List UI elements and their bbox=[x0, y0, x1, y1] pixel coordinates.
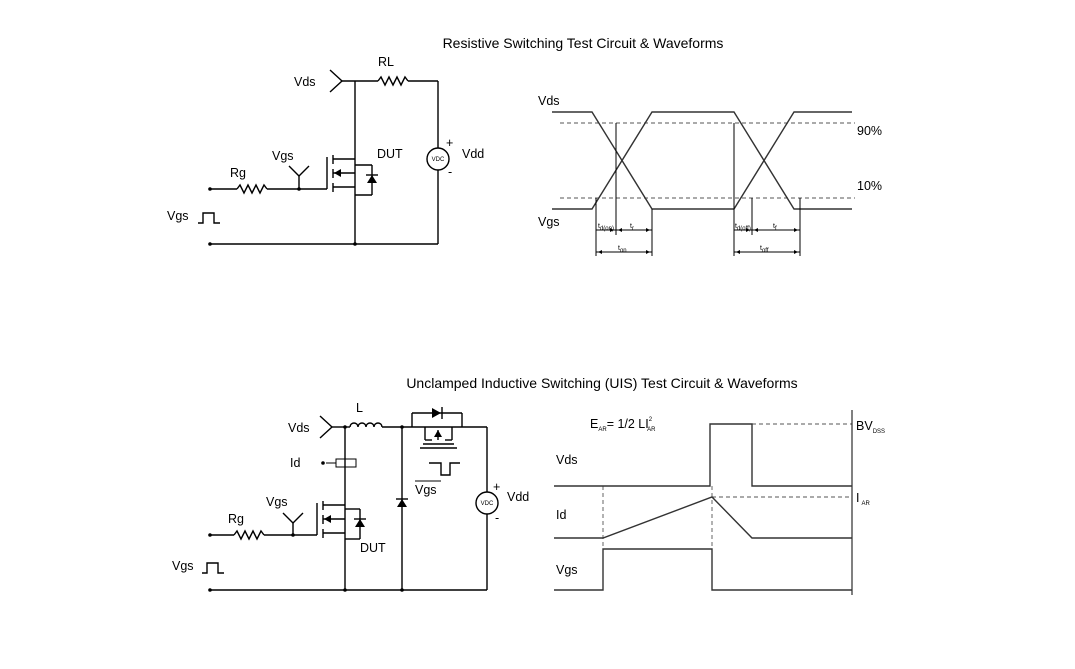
vdc-label: VDC bbox=[432, 157, 445, 163]
td-on-label: d(on) bbox=[600, 226, 614, 232]
freewheel-diode bbox=[397, 499, 407, 507]
inverted-pulse-icon bbox=[429, 462, 460, 476]
uis-dut-label: DUT bbox=[360, 541, 386, 555]
plus-sign: + bbox=[446, 136, 453, 150]
uis-rg-resistor bbox=[233, 529, 265, 541]
uis-circuit: Vds L Id DUT bbox=[172, 401, 529, 592]
tf-label: f bbox=[775, 226, 777, 232]
tr-label: r bbox=[632, 226, 634, 232]
svg-text:tr: tr bbox=[630, 223, 634, 232]
uis-plus-sign: + bbox=[493, 480, 500, 494]
level-10: 10% bbox=[857, 179, 882, 193]
svg-text:td(on): td(on) bbox=[598, 223, 614, 232]
rg-label: Rg bbox=[230, 166, 246, 180]
resistive-waveforms: Vds Vgs 90% 10% td(on) tr bbox=[538, 94, 882, 256]
svg-text:toff: toff bbox=[760, 245, 769, 254]
uis-vds-label: Vds bbox=[288, 421, 310, 435]
uis-vds-waveform bbox=[554, 423, 852, 487]
dut-mosfet bbox=[326, 155, 378, 196]
uis-title: Unclamped Inductive Switching (UIS) Test… bbox=[406, 375, 797, 391]
vgs-probe bbox=[288, 165, 310, 177]
current-sense bbox=[335, 458, 357, 468]
vgs-waveform bbox=[552, 111, 852, 210]
clamp-diode bbox=[432, 408, 441, 418]
uis-vgs-waveform bbox=[554, 548, 852, 591]
bvdss-label: BV bbox=[856, 419, 873, 433]
wave-vds-label: Vds bbox=[538, 94, 560, 108]
uis-vgs-probe-label: Vgs bbox=[266, 495, 288, 509]
iar-label: I bbox=[856, 491, 859, 505]
vds-terminal bbox=[329, 69, 344, 93]
svg-text:tf: tf bbox=[773, 223, 777, 232]
inductor-l bbox=[349, 422, 383, 428]
pulse-icon bbox=[198, 212, 220, 224]
rg-resistor bbox=[236, 183, 268, 195]
vgs-source-label: Vgs bbox=[167, 209, 189, 223]
resistive-circuit: Vds RL VDC + - Vdd bbox=[167, 55, 484, 246]
ton-label: on bbox=[620, 248, 627, 254]
uis-wave-vds-label: Vds bbox=[556, 453, 578, 467]
uis-id-label: Id bbox=[290, 456, 300, 470]
uis-dut-mosfet bbox=[316, 501, 366, 540]
energy-formula: E bbox=[590, 417, 598, 431]
svg-text:BVDSS: BVDSS bbox=[856, 419, 885, 435]
uis-vdc-label: VDC bbox=[481, 501, 494, 507]
vgs-probe-label: Vgs bbox=[272, 149, 294, 163]
uis-wave-id-label: Id bbox=[556, 508, 566, 522]
vds-label: Vds bbox=[294, 75, 316, 89]
uis-vds-terminal bbox=[319, 415, 334, 439]
td-off-label: d(off) bbox=[737, 226, 751, 232]
inductor-label: L bbox=[356, 401, 363, 415]
svg-text:IAR: IAR bbox=[856, 491, 870, 507]
minus-sign: - bbox=[448, 165, 452, 179]
uis-wave-vgs-label: Vgs bbox=[556, 563, 578, 577]
uis-minus-sign: - bbox=[495, 511, 499, 525]
high-side-mosfet bbox=[420, 427, 457, 449]
toff-label: off bbox=[762, 248, 769, 254]
uis-vgs-source-label: Vgs bbox=[172, 559, 194, 573]
svg-text:ton: ton bbox=[618, 245, 627, 254]
svg-text:td(off): td(off) bbox=[735, 223, 751, 232]
vdd-label: Vdd bbox=[462, 147, 484, 161]
wave-vgs-label: Vgs bbox=[538, 215, 560, 229]
vds-waveform bbox=[552, 111, 852, 210]
uis-pulse-icon bbox=[202, 562, 224, 574]
dut-label: DUT bbox=[377, 147, 403, 161]
rl-resistor bbox=[377, 75, 409, 87]
rl-label: RL bbox=[378, 55, 394, 69]
level-90: 90% bbox=[857, 124, 882, 138]
uis-rg-label: Rg bbox=[228, 512, 244, 526]
vgs-bar-label: Vgs bbox=[415, 483, 437, 497]
uis-vdd-label: Vdd bbox=[507, 490, 529, 504]
uis-vgs-probe bbox=[282, 512, 304, 524]
uis-id-waveform bbox=[554, 496, 852, 539]
resistive-title: Resistive Switching Test Circuit & Wavef… bbox=[443, 35, 724, 51]
